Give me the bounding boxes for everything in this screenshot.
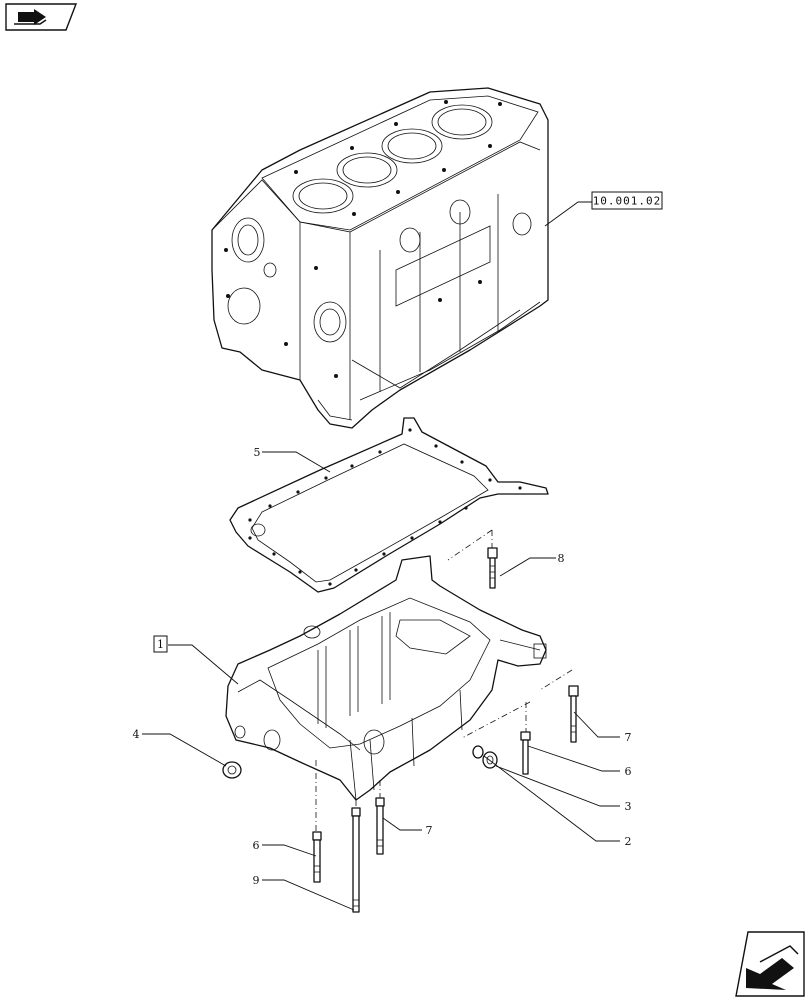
oil-pan-gasket-drawing <box>229 417 549 593</box>
bolt-7-lower <box>375 797 385 855</box>
book-arrow-icon[interactable] <box>5 3 78 31</box>
callout-2-label: 2 <box>625 835 632 848</box>
callout-7a-label: 7 <box>625 731 632 744</box>
leader-lines <box>142 201 620 911</box>
bolt-9 <box>351 807 361 913</box>
callout-4-label: 4 <box>133 728 140 741</box>
callout-6a-label: 6 <box>625 765 632 778</box>
oil-pan-drawing <box>225 555 547 801</box>
bolt-8 <box>487 547 498 589</box>
washer-2 <box>472 745 484 759</box>
reference-label: 10.001.02 <box>593 195 662 208</box>
next-page-arrow-icon[interactable] <box>735 931 805 997</box>
reference-box[interactable]: 10.001.02 <box>591 191 663 210</box>
bolt-7-upper <box>568 685 579 743</box>
bolt-6-lower <box>312 831 322 883</box>
engine-block-drawing <box>211 87 549 429</box>
callout-7b-label: 7 <box>426 824 433 837</box>
callout-1: 1 <box>153 635 168 653</box>
bolt-6-upper <box>520 731 531 775</box>
callout-9-label: 9 <box>253 874 260 887</box>
callout-5-label: 5 <box>254 446 261 459</box>
plug-4 <box>222 761 242 779</box>
callout-3-label: 3 <box>625 800 632 813</box>
callout-8-label: 8 <box>558 552 565 565</box>
callout-6b-label: 6 <box>253 839 260 852</box>
callout-1-label: 1 <box>157 638 164 651</box>
